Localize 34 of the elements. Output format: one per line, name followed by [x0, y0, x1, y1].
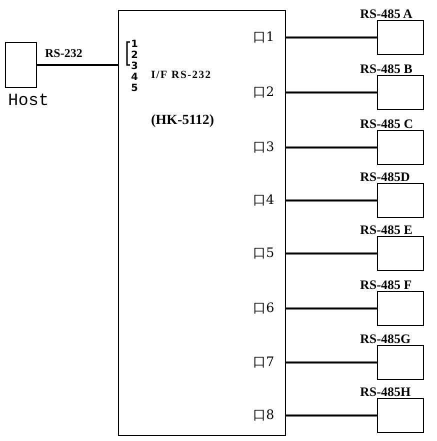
connector-line	[286, 308, 377, 310]
host-label: Host	[8, 92, 49, 111]
pin-number: 3	[131, 61, 138, 72]
device-label: RS-485G	[360, 331, 411, 347]
device-label: RS-485H	[360, 384, 411, 400]
connector-line	[286, 252, 377, 254]
interface-label: I/F RS-232	[151, 69, 212, 81]
port-label: 口5	[253, 245, 274, 262]
device-label: RS-485 B	[360, 61, 412, 77]
port-label: 口7	[253, 354, 274, 371]
converter-box	[118, 10, 286, 436]
port-label: 口2	[253, 84, 274, 101]
connector-line	[286, 146, 377, 148]
pin-number: 2	[131, 50, 138, 61]
pin-number: 1	[131, 39, 138, 50]
port-label: 口4	[253, 192, 274, 209]
connector-line	[286, 36, 377, 38]
port-label: 口6	[253, 300, 274, 317]
device-label: RS-485 A	[360, 6, 412, 22]
connector-line	[286, 362, 377, 364]
model-label: (HK-5112)	[151, 113, 214, 129]
port-label: 口8	[253, 407, 274, 424]
pin-number: 4	[131, 72, 138, 83]
device-label: RS-485 F	[360, 277, 412, 293]
connector-line	[286, 414, 377, 416]
device-label: RS-485 E	[360, 222, 412, 238]
connector-line	[286, 92, 377, 94]
port-label: 口3	[253, 139, 274, 156]
pin-number: 5	[131, 83, 138, 94]
connector-line	[286, 200, 377, 202]
device-label: RS-485D	[360, 169, 410, 185]
connector-line	[37, 64, 118, 66]
device-label: RS-485 C	[360, 116, 414, 132]
port-label: 口1	[253, 29, 274, 46]
